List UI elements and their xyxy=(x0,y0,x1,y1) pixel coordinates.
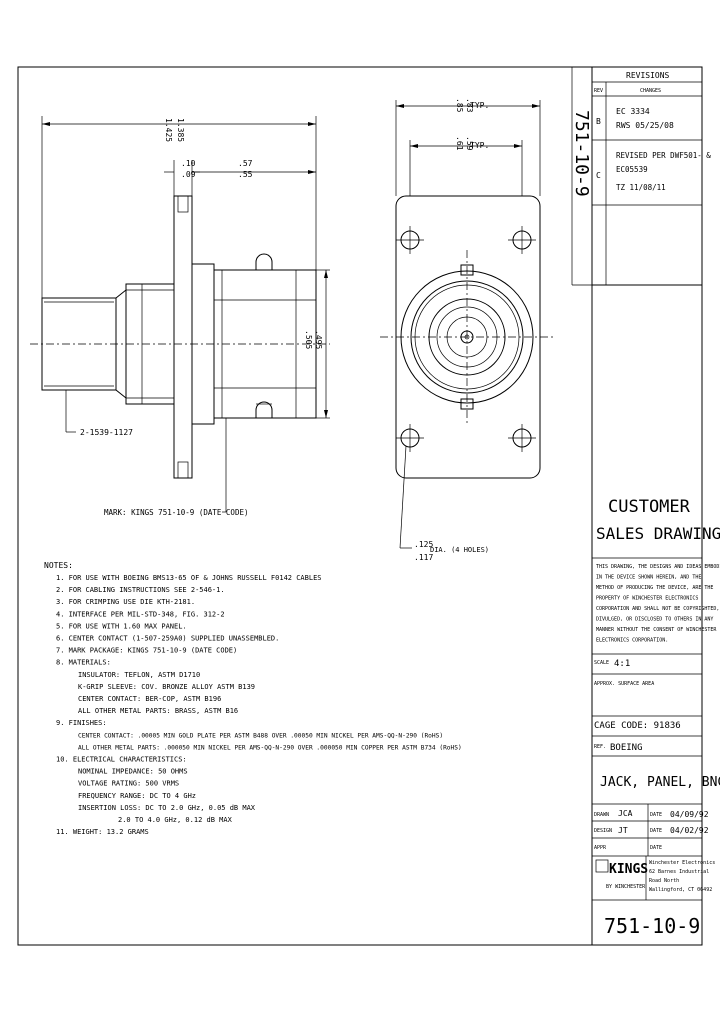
note-line: FREQUENCY RANGE: DC TO 4 GHz xyxy=(78,792,196,800)
revision-b-line1: EC 3334 xyxy=(616,107,650,116)
ref-value: BOEING xyxy=(610,743,643,753)
revision-c-line3: TZ 11/08/11 xyxy=(616,183,666,192)
scale-label: SCALE xyxy=(594,660,609,666)
revision-c-letter: C xyxy=(596,171,601,180)
note-line: INSERTION LOSS: DC TO 2.0 GHz, 0.05 dB M… xyxy=(78,804,256,812)
scale-value: 4:1 xyxy=(614,659,630,669)
design-value: JT xyxy=(618,826,628,835)
note-line: CENTER CONTACT: .00005 MIN GOLD PLATE PE… xyxy=(78,732,443,739)
note-line: 9. FINISHES: xyxy=(56,719,107,727)
note-line: ALL OTHER METAL PARTS: BRASS, ASTM B16 xyxy=(78,707,238,715)
mounting-holes xyxy=(396,226,536,452)
kings-logo-icon xyxy=(595,859,609,873)
note-line: 2. FOR CABLING INSTRUCTIONS SEE 2-546-1. xyxy=(56,586,225,594)
drawn-value: JCA xyxy=(618,809,633,818)
title-customer: CUSTOMER xyxy=(608,497,691,517)
proprietary-line: CORPORATION AND SHALL NOT BE COPYRIGHTED… xyxy=(596,606,719,612)
note-line: 6. CENTER CONTACT (1-507-259A0) SUPPLIED… xyxy=(56,635,279,643)
callout-mark: MARK: KINGS 751-10-9 (DATE CODE) xyxy=(104,508,249,517)
note-line: ALL OTHER METAL PARTS: .000050 MIN NICKE… xyxy=(78,744,462,751)
drawn-label: DRAWN xyxy=(594,812,609,818)
note-line: 8. MATERIALS: xyxy=(56,659,111,667)
dim-hole-dia-min: .117 xyxy=(414,553,433,562)
revision-block: REVISIONS REV CHANGES B EC 3334 RWS 05/2… xyxy=(571,66,711,286)
revisions-title: REVISIONS xyxy=(626,71,670,80)
dim-hole-dia-max: .125 xyxy=(414,540,433,549)
callout-cable: 2-1539-1127 xyxy=(80,428,133,437)
revision-b-line2: RWS 05/25/08 xyxy=(616,121,674,130)
proprietary-line: MANNER WITHOUT THE CONSENT OF WINCHESTER xyxy=(596,627,717,633)
front-view: .85 .83 TYP. .61 .59 TYP. xyxy=(380,98,554,562)
note-line: 5. FOR USE WITH 1.60 MAX PANEL. xyxy=(56,622,187,630)
notes: NOTES: 1. FOR USE WITH BOEING BMS13-65 O… xyxy=(44,561,462,836)
note-line: 1. FOR USE WITH BOEING BMS13-65 OF & JOH… xyxy=(56,574,322,582)
note-line: 10. ELECTRICAL CHARACTERISTICS: xyxy=(56,756,187,764)
proprietary-line: METHOD OF PRODUCING THE DEVICE, ARE THE xyxy=(596,585,713,591)
dim-front-length-min: .55 xyxy=(238,170,253,179)
dim-flange-width-max: .85 xyxy=(455,98,464,113)
note-line: K-GRIP SLEEVE: COV. BRONZE ALLOY ASTM B1… xyxy=(78,683,255,691)
company-logo: KINGS xyxy=(609,862,648,877)
note-line: 4. INTERFACE PER MIL-STD-348, FIG. 312-2 xyxy=(56,610,225,618)
dim-hole-note: DIA. (4 HOLES) xyxy=(430,546,489,554)
notes-title: NOTES: xyxy=(44,561,73,570)
note-line: VOLTAGE RATING: 500 VRMS xyxy=(78,780,179,788)
dim-hole-spacing-suffix: TYP. xyxy=(470,141,489,150)
appr-label: APPR xyxy=(594,845,607,851)
design-date-label: DATE xyxy=(650,828,662,834)
drawn-date: 04/09/92 xyxy=(670,810,709,819)
dim-front-length-max: .57 xyxy=(238,159,253,168)
appr-date-label: DATE xyxy=(650,845,662,851)
finish-label: APPROX. SURFACE AREA xyxy=(594,681,654,687)
ref-label: REF. xyxy=(594,744,606,750)
note-line: NOMINAL IMPEDANCE: 50 OHMS xyxy=(78,768,188,776)
note-line: 11. WEIGHT: 13.2 GRAMS xyxy=(56,828,149,836)
dim-hole-spacing-min: .59 xyxy=(465,136,474,151)
company-sub: BY WINCHESTER xyxy=(606,884,646,890)
dim-hole-spacing-max: .61 xyxy=(455,136,464,151)
proprietary-line: IN THE DEVICE SHOWN HEREIN, AND THE xyxy=(596,575,701,581)
dim-overall-length-min: 1.385 xyxy=(176,118,185,142)
company-address-line: Road North xyxy=(649,878,679,884)
revision-c-line1: REVISED PER DWF501- & xyxy=(616,151,711,160)
sheet-border xyxy=(17,66,703,946)
design-date: 04/02/92 xyxy=(670,826,709,835)
note-line: INSULATOR: TEFLON, ASTM D1710 xyxy=(78,671,200,679)
dim-body-height-max: .505 xyxy=(304,330,313,349)
note-line: CENTER CONTACT: BER-COP, ASTM B196 xyxy=(78,695,221,703)
proprietary-line: PROPERTY OF WINCHESTER ELECTRONICS xyxy=(596,596,698,602)
part-number: 751-10-9 xyxy=(604,914,700,938)
side-view: 1.425 1.385 .10 .09 .57 .55 xyxy=(30,116,330,517)
note-line: 7. MARK PACKAGE: KINGS 751-10-9 (DATE CO… xyxy=(56,647,237,655)
company-address-line: 62 Barnes Industrial xyxy=(649,869,709,875)
company-address-line: Winchester Electronics xyxy=(649,860,715,866)
dim-body-height-min: .495 xyxy=(314,330,323,349)
proprietary-line: ELECTRONICS CORPORATION. xyxy=(596,638,668,644)
part-name: JACK, PANEL, BNC xyxy=(600,775,720,790)
dim-flange-thickness-max: .10 xyxy=(181,159,196,168)
dim-flange-width-min: .83 xyxy=(465,98,474,113)
design-label: DESIGN xyxy=(594,828,612,834)
revisions-col-changes: CHANGES xyxy=(640,88,661,94)
vertical-part-number: 751-10-9 xyxy=(571,110,592,197)
revisions-col-rev: REV xyxy=(594,88,603,94)
revision-b-letter: B xyxy=(596,117,601,126)
revision-c-line2: EC05539 xyxy=(616,165,648,174)
title-sales-drawing: SALES DRAWING xyxy=(596,524,720,543)
dim-overall-length-max: 1.425 xyxy=(164,118,173,142)
proprietary-line: THIS DRAWING, THE DESIGNS AND IDEAS EMBO… xyxy=(596,564,720,570)
cage-code: CAGE CODE: 91836 xyxy=(594,721,681,731)
note-line: 2.0 TO 4.0 GHz, 0.12 dB MAX xyxy=(118,816,233,824)
title-block: CUSTOMER SALES DRAWING THIS DRAWING, THE… xyxy=(591,285,720,945)
note-line: 3. FOR CRIMPING USE DIE KTH-2181. xyxy=(56,598,195,606)
drawn-date-label: DATE xyxy=(650,812,662,818)
dim-flange-thickness-min: .09 xyxy=(181,170,196,179)
company-address-line: Wallingford, CT 06492 xyxy=(649,887,712,893)
proprietary-line: DIVULGED, OR DISCLOSED TO OTHERS IN ANY xyxy=(596,617,713,623)
dim-flange-width-suffix: TYP. xyxy=(470,101,489,110)
